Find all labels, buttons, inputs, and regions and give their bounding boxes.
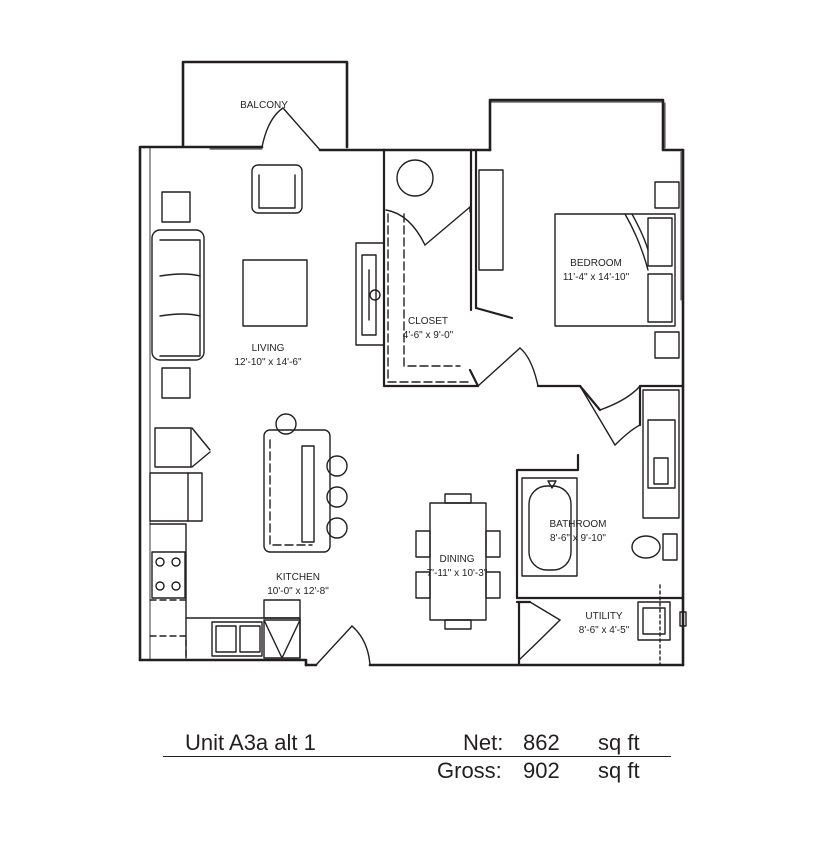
kitchen-dims: 10'-0" x 12'-8" [267,586,329,597]
exterior-walls [138,60,685,667]
gross-unit: sq ft [598,758,640,783]
net-label: Net: [463,730,504,755]
bathroom-dims: 8'-6" x 9'-10" [550,533,606,544]
dining-furniture [415,493,501,630]
utility-dims: 8'-6" x 4'-5" [579,625,630,636]
closet-furniture [387,159,504,383]
closet-dims: 4'-6" x 9'-0" [403,330,454,341]
kitchen-fixtures [149,413,348,659]
gross-label: Gross: [437,758,502,783]
caption-divider [163,756,671,757]
net-unit: sq ft [598,730,640,755]
kitchen-name: KITCHEN [276,572,320,583]
bedroom-dims: 11'-4" x 14'-10" [563,272,630,283]
unit-name: Unit A3a alt 1 [185,730,316,755]
gross-value: 902 [523,758,560,783]
doors [191,107,641,666]
living-dims: 12'-10" x 14'-6" [234,357,302,368]
living-name: LIVING [252,343,285,354]
closet-name: CLOSET [408,316,448,327]
interior-walls [382,148,685,667]
bathroom-name: BATHROOM [549,519,606,530]
bedroom-furniture [554,181,680,359]
dining-dims: 7'-11" x 10'-3" [427,568,488,579]
living-furniture [151,164,385,468]
windows [149,101,682,661]
net-value: 862 [523,730,560,755]
floor-plan: BALCONY LIVING 12'-10" x 14'-6" CLOSET 4… [138,60,687,667]
balcony-name: BALCONY [240,100,288,111]
bedroom-name: BEDROOM [570,258,622,269]
dining-name: DINING [440,554,475,565]
utility-name: UTILITY [585,611,623,622]
bathroom-fixtures [521,389,687,666]
